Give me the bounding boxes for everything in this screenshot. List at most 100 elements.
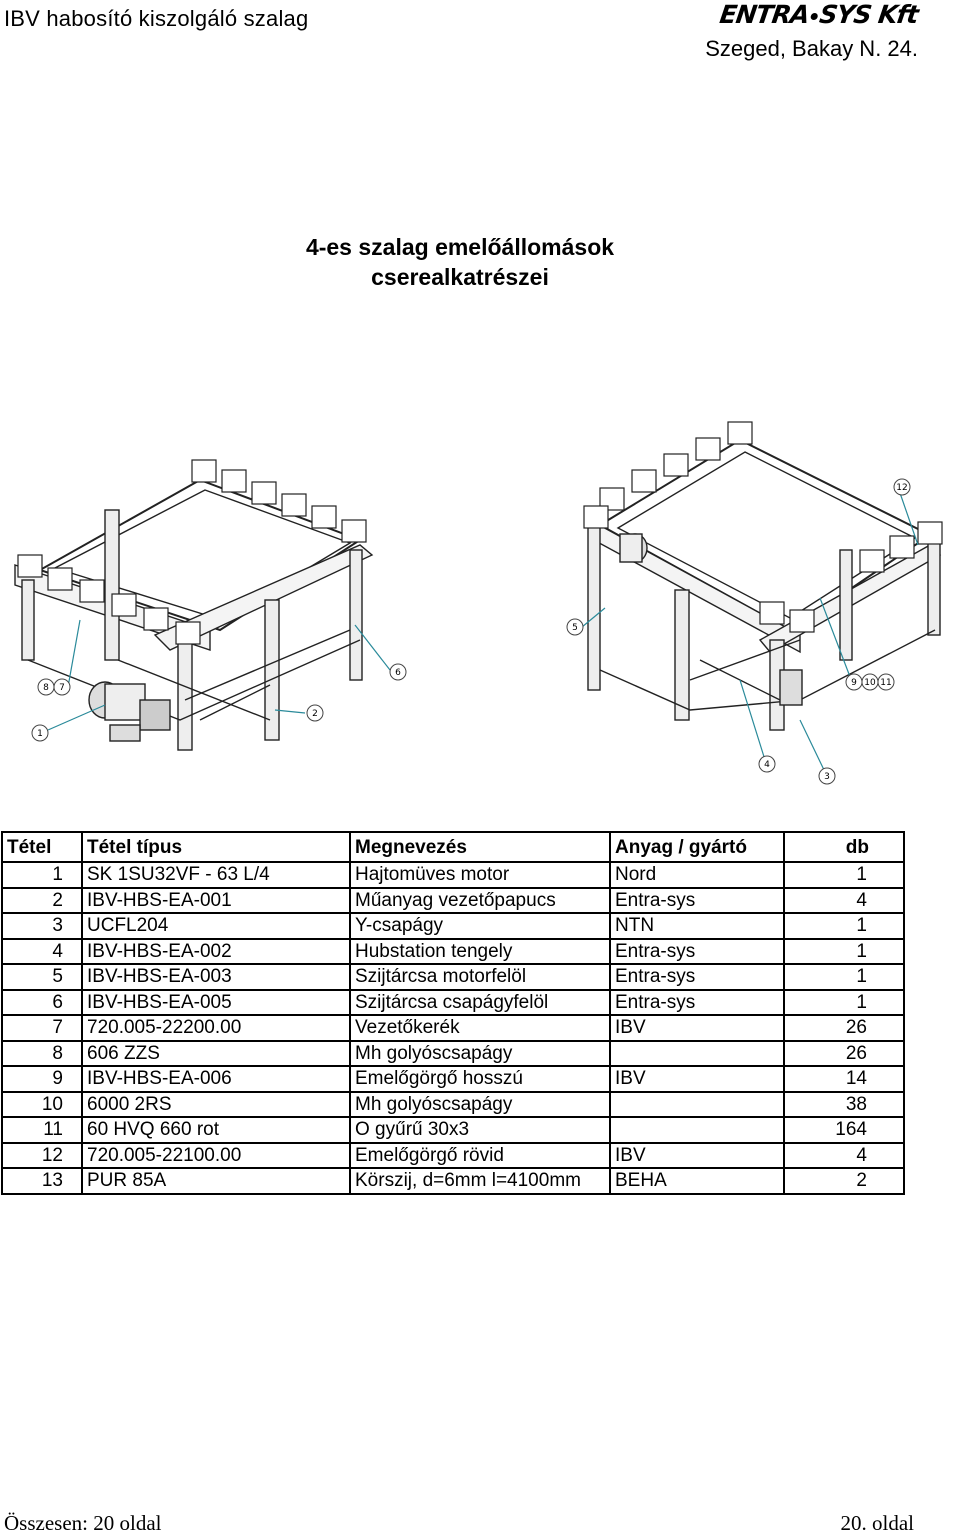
- parts-table: Tétel Tétel típus Megnevezés Anyag / gyá…: [1, 831, 905, 1195]
- drive-motor: [88, 681, 171, 742]
- cell-item: 5: [1, 963, 83, 991]
- cell-quantity: 26: [783, 1039, 905, 1067]
- cell-item: 1: [1, 861, 83, 889]
- cell-item: 8: [1, 1039, 83, 1067]
- cell-quantity: 4: [783, 1141, 905, 1169]
- cell-manufacturer: Entra-sys: [609, 937, 785, 965]
- cell-quantity: 164: [783, 1116, 905, 1144]
- logo-text-sys: SYS Kft: [817, 0, 921, 29]
- cell-item: 9: [1, 1065, 83, 1093]
- cell-name: Y-csapágy: [349, 912, 611, 940]
- col-header-item: Tétel: [1, 831, 83, 863]
- parts-table-header-row: Tétel Tétel típus Megnevezés Anyag / gyá…: [1, 831, 905, 863]
- page-title-line-2: cserealkatrészei: [371, 264, 549, 290]
- cell-quantity: 2: [783, 1167, 905, 1195]
- cell-manufacturer: IBV: [609, 1065, 785, 1093]
- cell-quantity: 1: [783, 988, 905, 1016]
- cell-manufacturer: [609, 1039, 785, 1067]
- cell-type: PUR 85A: [81, 1167, 351, 1195]
- col-header-type: Tétel típus: [81, 831, 351, 863]
- logo-dot: [810, 12, 819, 20]
- callout-8: 8: [43, 683, 49, 693]
- cell-manufacturer: BEHA: [609, 1167, 785, 1195]
- cell-manufacturer: [609, 1090, 785, 1118]
- technical-drawing: 8 7 1 2 6 5 12 9 10 11 4 3: [0, 340, 960, 820]
- cell-type: 606 ZZS: [81, 1039, 351, 1067]
- cell-item: 12: [1, 1141, 83, 1169]
- cell-type: 720.005-22200.00: [81, 1014, 351, 1042]
- cell-type: 60 HVQ 660 rot: [81, 1116, 351, 1144]
- cell-item: 4: [1, 937, 83, 965]
- page-title-line-1: 4-es szalag emelőállomások: [305, 234, 615, 260]
- cell-quantity: 26: [783, 1014, 905, 1042]
- cell-name: Emelőgörgő hosszú: [349, 1065, 611, 1093]
- callout-12: 12: [896, 483, 907, 493]
- callout-3: 3: [824, 772, 830, 782]
- cell-quantity: 14: [783, 1065, 905, 1093]
- cell-name: Vezetőkerék: [349, 1014, 611, 1042]
- cell-quantity: 1: [783, 861, 905, 889]
- drive-motor-right: [619, 533, 648, 563]
- callout-10: 10: [864, 678, 876, 688]
- cell-quantity: 4: [783, 886, 905, 914]
- cell-name: Emelőgörgő rövid: [349, 1141, 611, 1169]
- callout-11: 11: [880, 678, 891, 688]
- callout-7: 7: [59, 683, 65, 693]
- cell-item: 6: [1, 988, 83, 1016]
- col-header-manufacturer: Anyag / gyártó: [609, 831, 785, 863]
- cell-quantity: 38: [783, 1090, 905, 1118]
- col-header-name: Megnevezés: [349, 831, 611, 863]
- cell-item: 13: [1, 1167, 83, 1195]
- callout-1: 1: [37, 729, 43, 739]
- cell-type: IBV-HBS-EA-006: [81, 1065, 351, 1093]
- cell-name: Műanyag vezetőpapucs: [349, 886, 611, 914]
- callout-6: 6: [395, 668, 401, 678]
- callout-2: 2: [312, 709, 318, 719]
- cell-item: 7: [1, 1014, 83, 1042]
- cell-type: UCFL204: [81, 912, 351, 940]
- callout-9: 9: [851, 678, 857, 688]
- cell-item: 10: [1, 1090, 83, 1118]
- cell-type: IBV-HBS-EA-005: [81, 988, 351, 1016]
- assembly-drawing-svg: 8 7 1 2 6 5 12 9 10 11 4 3: [14, 421, 943, 785]
- cell-name: Mh golyóscsapágy: [349, 1039, 611, 1067]
- cell-name: Szijtárcsa motorfelöl: [349, 963, 611, 991]
- cell-manufacturer: Entra-sys: [609, 886, 785, 914]
- cell-item: 2: [1, 886, 83, 914]
- callout-5: 5: [572, 623, 578, 633]
- cell-quantity: 1: [783, 963, 905, 991]
- callout-4: 4: [764, 760, 770, 770]
- cell-manufacturer: IBV: [609, 1141, 785, 1169]
- cell-type: SK 1SU32VF - 63 L/4: [81, 861, 351, 889]
- cell-item: 3: [1, 912, 83, 940]
- col-header-quantity: db: [783, 831, 905, 863]
- cell-manufacturer: Entra-sys: [609, 988, 785, 1016]
- footer-total-pages: Összesen: 20 oldal: [4, 1511, 162, 1535]
- cell-name: O gyűrű 30x3: [349, 1116, 611, 1144]
- cell-manufacturer: NTN: [609, 912, 785, 940]
- page-title: 4-es szalag emelőállomások cserealkatrés…: [0, 232, 920, 292]
- cell-type: IBV-HBS-EA-001: [81, 886, 351, 914]
- footer-page-number: 20. oldal: [840, 1511, 915, 1535]
- logo-text-entra: ENTRA: [718, 0, 812, 29]
- cell-quantity: 1: [783, 937, 905, 965]
- cell-name: Hubstation tengely: [349, 937, 611, 965]
- cell-name: Hajtomüves motor: [349, 861, 611, 889]
- cell-type: IBV-HBS-EA-002: [81, 937, 351, 965]
- document-title: IBV habosító kiszolgáló szalag: [4, 6, 309, 31]
- right-assembly: [566, 421, 943, 785]
- cell-quantity: 1: [783, 912, 905, 940]
